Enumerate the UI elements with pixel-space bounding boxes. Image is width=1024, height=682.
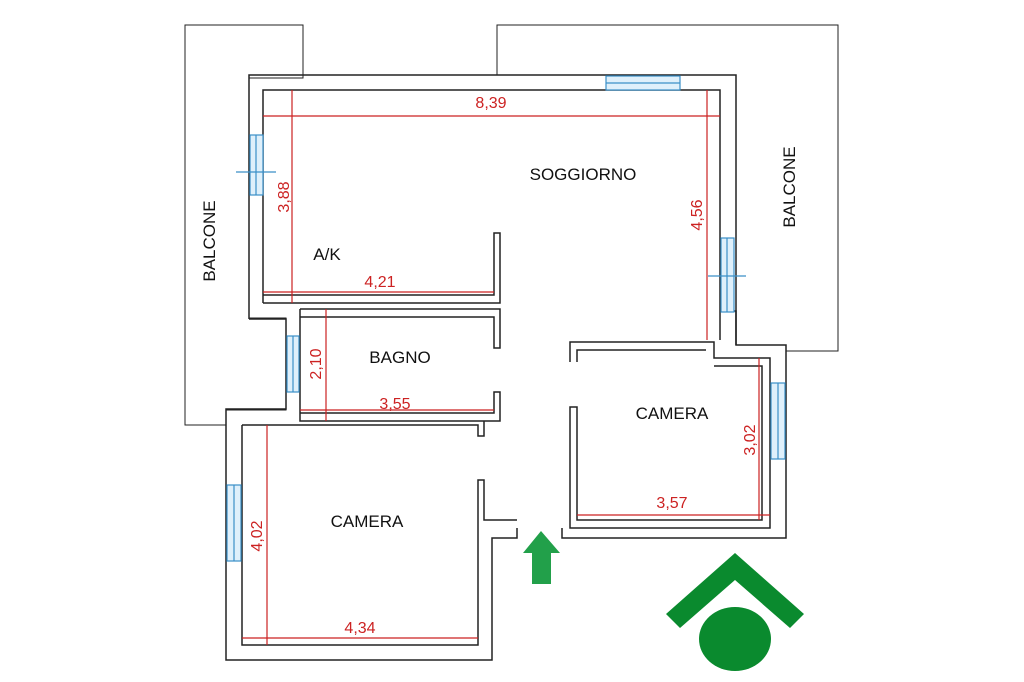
house-roof-logo	[666, 553, 804, 671]
window-soggiorno-left	[236, 134, 276, 196]
dim-bagno-width: 3,55	[379, 396, 410, 413]
room-label-ak: A/K	[313, 245, 341, 264]
balcony-label-left: BALCONE	[200, 200, 219, 281]
up-arrow-icon	[523, 531, 560, 584]
window-camera-left	[226, 484, 242, 562]
dim-soggiorno-right-height: 4,56	[689, 199, 706, 230]
window-top	[605, 75, 681, 91]
dim-soggiorno-left-height: 3,88	[276, 181, 293, 212]
dim-ak-width: 4,21	[364, 274, 395, 291]
room-label-camera-right: CAMERA	[636, 404, 709, 423]
walls	[225, 74, 787, 661]
dim-bagno-height: 2,10	[308, 348, 325, 379]
dim-soggiorno-width: 8,39	[475, 95, 506, 112]
dim-camera-left-width: 4,34	[344, 620, 375, 637]
dim-camera-right-width: 3,57	[656, 495, 687, 512]
window-camera-right	[770, 382, 786, 460]
window-bagno	[286, 335, 300, 393]
room-label-soggiorno: SOGGIORNO	[530, 165, 637, 184]
window-soggiorno-right	[708, 237, 746, 313]
dim-camera-left-height: 4,02	[249, 520, 266, 551]
room-label-camera-left: CAMERA	[331, 512, 404, 531]
balcony-label-right: BALCONE	[780, 146, 799, 227]
dimension-lines	[242, 90, 770, 645]
dim-camera-right-height: 3,02	[742, 424, 759, 455]
room-label-bagno: BAGNO	[369, 348, 430, 367]
